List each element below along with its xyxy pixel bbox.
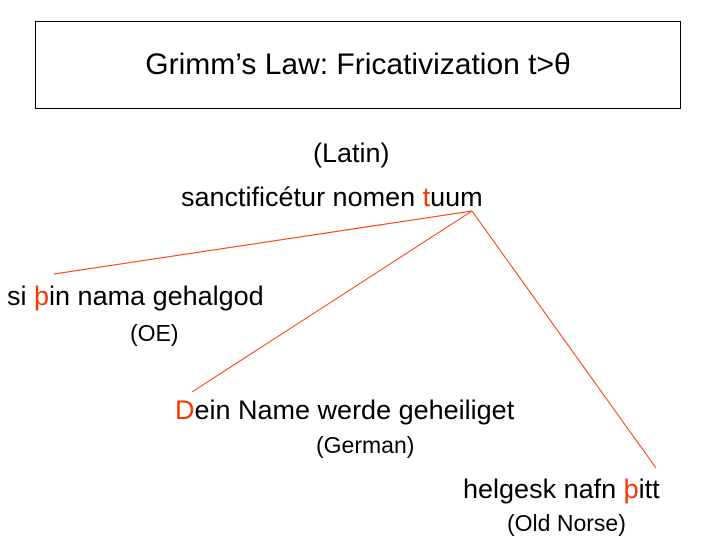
branch-oe-before: si: [7, 281, 34, 311]
branch-old-norse-before: helgesk nafn: [463, 474, 624, 504]
source-highlight: t: [422, 182, 431, 212]
connector-line-german: [191, 210, 473, 393]
branch-old-norse-after: itt: [638, 474, 660, 504]
branch-old-norse-highlight: þ: [623, 474, 639, 504]
branch-oe-after: in nama gehalgod: [49, 281, 264, 311]
connector-line-oe: [53, 210, 473, 275]
branch-language-oe: (OE): [130, 320, 179, 346]
source-text-after: uum: [430, 182, 483, 212]
branch-sentence-oe: si þin nama gehalgod: [7, 283, 264, 310]
branch-oe-highlight: þ: [34, 281, 50, 311]
branch-language-old-norse: (Old Norse): [507, 510, 626, 536]
source-sentence: sanctificétur nomen tuum: [181, 184, 483, 211]
branch-sentence-old-norse: helgesk nafn þitt: [463, 476, 660, 503]
source-language-label: (Latin): [313, 138, 390, 168]
title-box: Grimm’s Law: Fricativization t>θ: [35, 21, 681, 109]
branch-sentence-german: Dein Name werde geheiliget: [175, 397, 514, 424]
diagram-title: Grimm’s Law: Fricativization t>θ: [145, 48, 571, 81]
branch-german-highlight: D: [175, 395, 195, 425]
branch-german-after: ein Name werde geheiliget: [194, 395, 515, 425]
branch-language-german: (German): [316, 432, 415, 458]
source-text-before: sanctificétur nomen: [181, 182, 423, 212]
connector-line-old-norse: [471, 210, 657, 469]
